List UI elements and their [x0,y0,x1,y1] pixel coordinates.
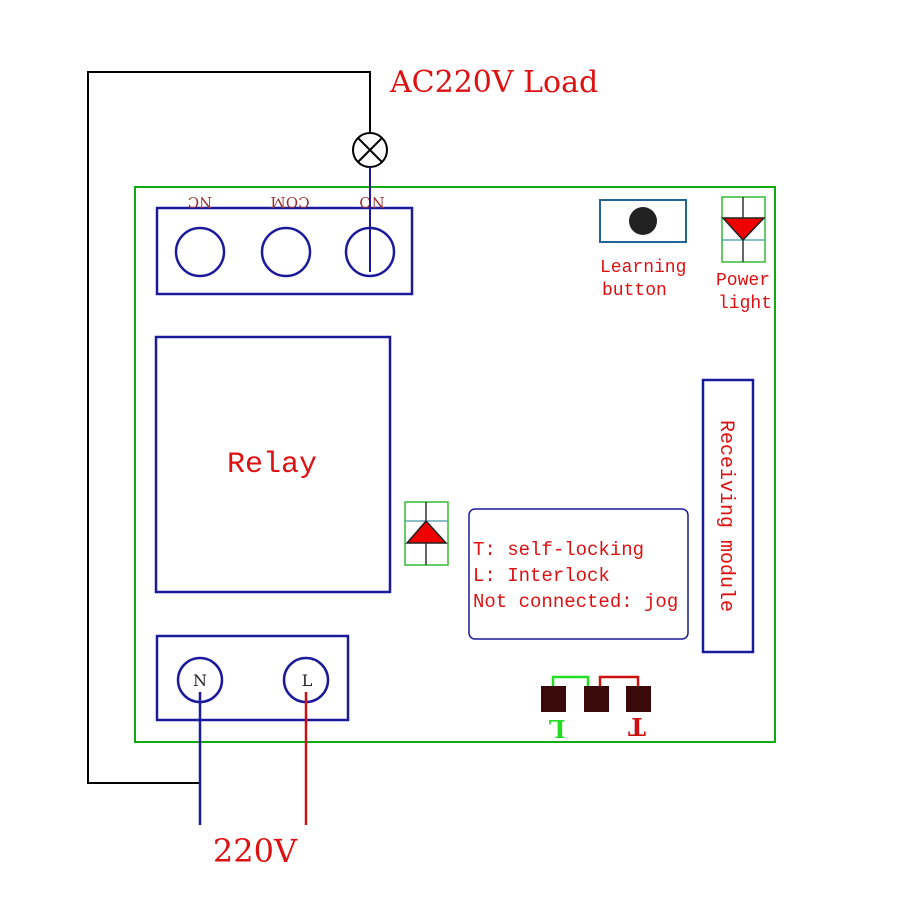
power-label-2: light [718,294,772,314]
mode-jumper [541,675,651,712]
learning-label-1: Learning [600,258,686,278]
jumper-label-l: L [548,714,565,743]
mode-note-jog: Not connected: jog [473,591,678,613]
terminal-com [260,226,312,278]
jumper-pad-l [541,686,566,712]
jumper-pad-common [584,686,609,712]
status-led-icon [404,501,449,566]
learning-label-2: button [602,281,667,301]
learning-button [599,199,687,243]
label-no: NO [359,193,384,211]
load-title: AC220V Load [389,65,598,100]
label-com: COM [270,193,309,211]
lamp-icon [352,132,388,168]
jumper-pad-t [626,686,651,712]
power-label-1: Power [716,271,770,291]
button-dot-icon [629,207,657,235]
label-l: L [302,671,313,690]
mode-note-t: T: self-locking [473,539,644,561]
output-terminal-block [155,206,414,296]
mode-note-box [468,508,689,640]
board-outline [134,186,776,743]
supply-label: 220V [213,832,298,870]
jumper-label-t: T [628,712,646,741]
receiving-module [701,378,755,654]
relay [154,335,392,594]
power-led-icon [721,196,766,263]
terminal-nc [174,226,226,278]
receiving-module-label: Receiving module [714,420,737,612]
mode-note-l: L: Interlock [473,565,610,587]
label-nc: NC [188,193,213,211]
relay-label: Relay [227,448,317,482]
power-terminal-block [155,634,350,722]
label-n: N [193,671,207,690]
black-wire [87,71,371,784]
